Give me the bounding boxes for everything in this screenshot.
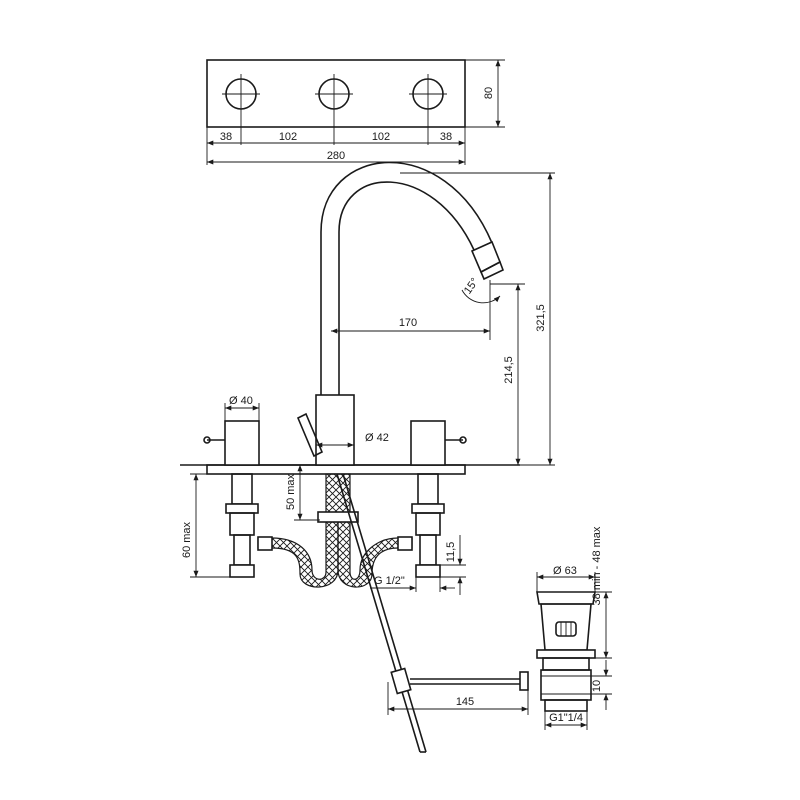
dim-inlet-thread: G 1/2": [374, 575, 405, 587]
dim-rod-length: 145: [456, 696, 474, 708]
handle-left: Ø 40: [203, 395, 260, 466]
dim-spout-height: 214,5: [503, 356, 515, 384]
base-plate: [206, 464, 466, 475]
dim-drain-step: 10: [591, 680, 603, 692]
spout: 15°: [320, 161, 505, 395]
popup-rod: [336, 473, 529, 753]
dim-spout-reach: 170: [399, 317, 417, 329]
shank-right: [411, 473, 445, 578]
top-plate: [206, 59, 466, 128]
dim-nut-height: 11,5: [445, 542, 457, 563]
handle-right: [410, 420, 467, 466]
top-hole-right: [409, 74, 447, 145]
dim-drain-range: 38 min - 48 max: [591, 526, 603, 605]
dim-deck-thickness: 50 max: [285, 473, 297, 510]
dim-top-total: 280: [327, 150, 345, 162]
dim-drain-thread: G1"1/4: [549, 712, 583, 724]
spout-body: [315, 394, 355, 466]
dim-swivel-angle: 15°: [462, 276, 481, 297]
dim-top-seg-3: 102: [372, 131, 390, 143]
shank-left: [225, 473, 259, 578]
popup-lever: [296, 412, 324, 458]
front-view: 15° 170 214,5 321,5 Ø 42 Ø 40: [180, 161, 555, 753]
dim-handle-diameter: Ø 40: [229, 395, 253, 407]
dim-plate-height: 80: [483, 87, 495, 99]
drain-assembly: Ø 63 38 min - 48 max 10 145 G1"1/4: [387, 526, 612, 730]
top-hole-left: [222, 74, 260, 145]
braided-hoses: [257, 473, 413, 588]
dim-top-seg-4: 38: [440, 131, 452, 143]
dim-shank-length: 60 max: [181, 521, 193, 558]
top-view: 38 102 102 38 280 80: [206, 59, 505, 165]
dim-body-diameter: Ø 42: [365, 432, 389, 444]
dim-total-height: 321,5: [535, 304, 547, 332]
dim-drain-diameter: Ø 63: [553, 565, 577, 577]
top-hole-center: [315, 74, 353, 145]
dim-top-seg-1: 38: [220, 131, 232, 143]
dim-top-seg-2: 102: [279, 131, 297, 143]
